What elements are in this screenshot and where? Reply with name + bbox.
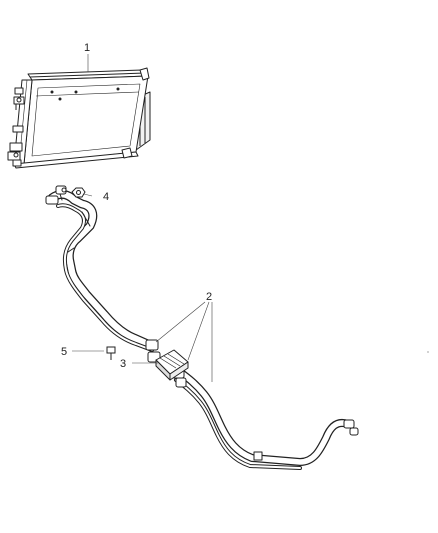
callout-4: 4 [103,191,109,203]
callout-1: 1 [84,42,90,54]
callout-2: 2 [206,291,212,303]
callout-3: 3 [120,358,126,370]
oil-cooler-lines [45,185,359,470]
stray-dot [427,351,429,353]
callout-leaders [72,54,213,382]
leader-2b [187,301,210,361]
leader-2a [155,301,206,343]
condenser [7,67,151,169]
callout-5: 5 [61,346,67,358]
nut [71,187,86,198]
leader-4 [83,193,93,197]
bolt [106,346,116,360]
line-bracket [155,349,189,381]
